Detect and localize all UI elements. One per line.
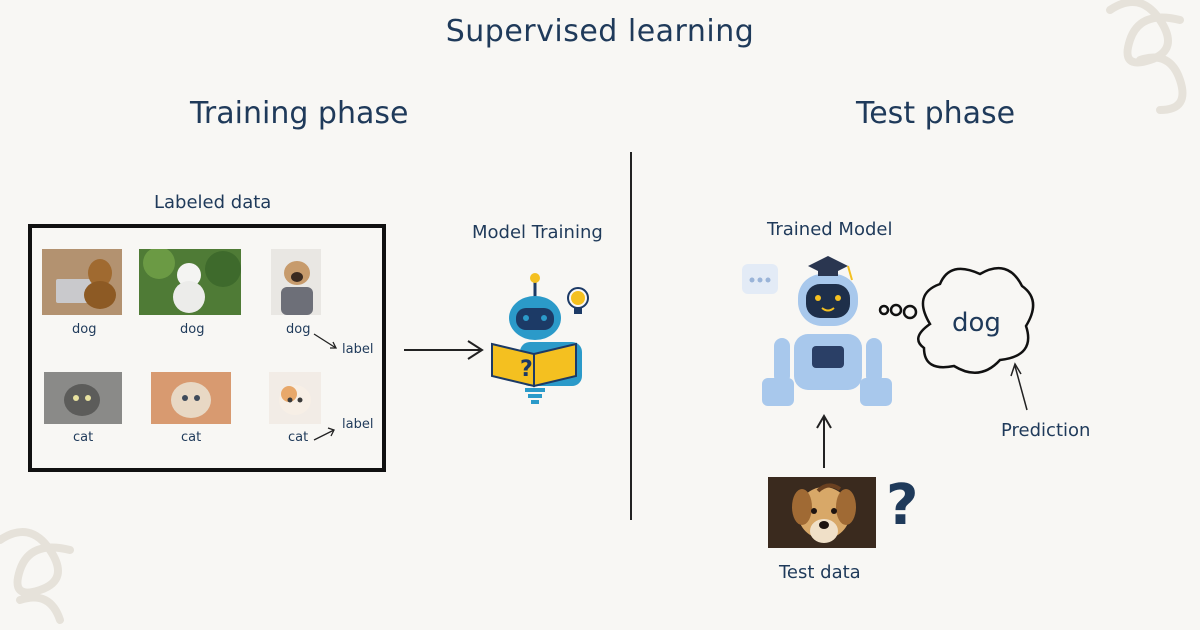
label-annotation: label: [342, 342, 373, 357]
phase-divider: [630, 152, 632, 520]
training-arrow: [400, 336, 490, 366]
trained-model-label: Trained Model: [767, 219, 892, 240]
image-caption: dog: [180, 322, 204, 337]
dog-laptop-photo: [42, 249, 122, 315]
swirl-decoration-top-right-2: [1140, 58, 1183, 111]
label-arrow-1: [314, 334, 336, 348]
image-caption: cat: [73, 430, 93, 445]
label-annotation: label: [342, 417, 373, 432]
white-dog-photo: [139, 249, 241, 315]
image-caption: cat: [181, 430, 201, 445]
question-mark-icon: ?: [886, 478, 918, 534]
test-phase-heading: Test phase: [856, 96, 1015, 131]
test-input-arrow: [812, 412, 836, 472]
swirl-decoration-bottom-left-2: [20, 598, 60, 621]
svg-text:?: ?: [520, 357, 533, 382]
gray-cat-photo: [44, 372, 122, 424]
page-title: Supervised learning: [0, 14, 1200, 49]
test-data-label: Test data: [779, 562, 861, 583]
model-training-label: Model Training: [472, 222, 603, 243]
prediction-label: Prediction: [1001, 420, 1090, 441]
training-phase-heading: Training phase: [190, 96, 408, 131]
image-caption: dog: [72, 322, 96, 337]
fluffy-cat-photo: [151, 372, 231, 424]
test-dog-photo: [768, 477, 876, 548]
pug-sweater-photo: [271, 249, 321, 315]
training-robot-icon: ?: [480, 270, 600, 415]
prediction-value: dog: [952, 308, 1001, 338]
swirl-decoration-bottom-left: [0, 532, 70, 593]
labeled-data-label: Labeled data: [154, 192, 271, 213]
prediction-arrow: [1005, 356, 1035, 416]
